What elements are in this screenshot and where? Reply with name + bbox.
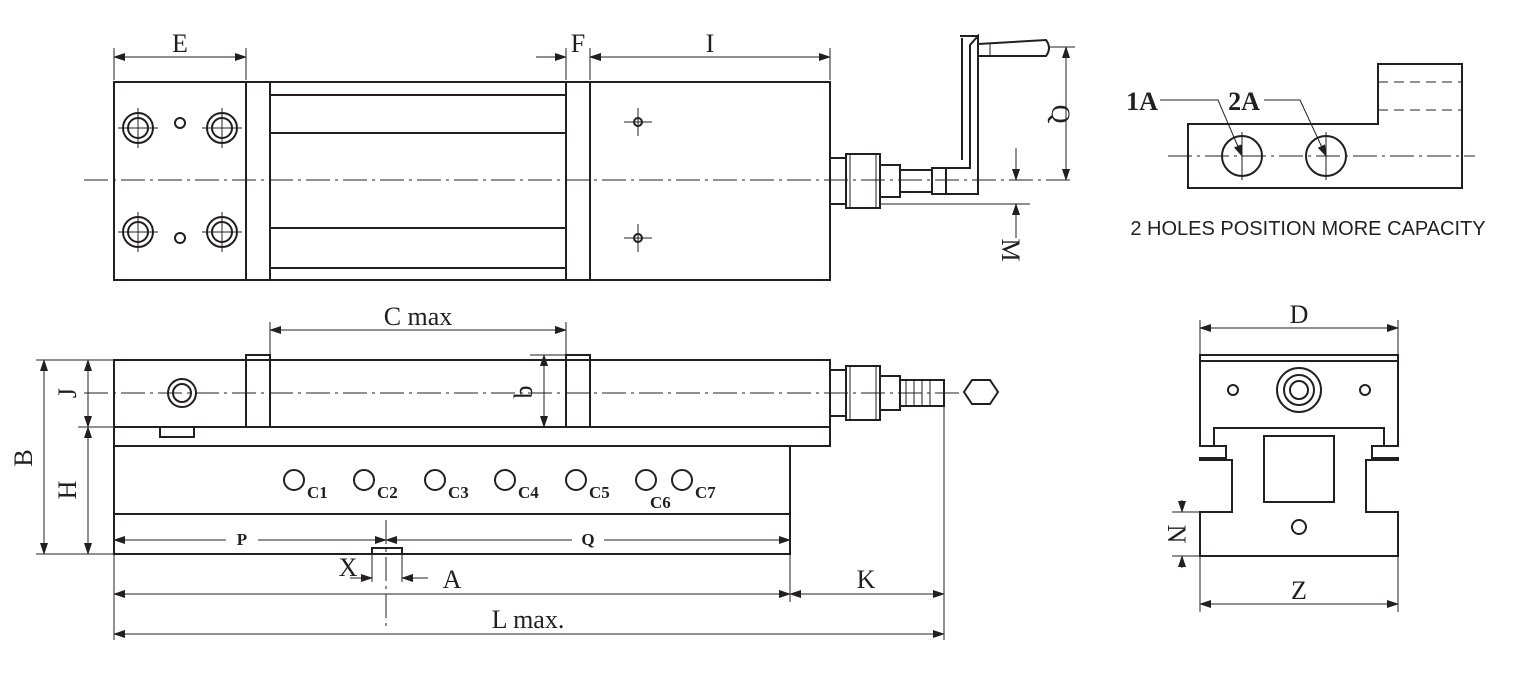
dim-Q-top-label: Q — [1046, 105, 1075, 124]
dim-E-label: E — [172, 29, 188, 58]
dim-J-label: J — [53, 388, 82, 398]
label-C7: C7 — [695, 483, 716, 502]
dim-B-label: B — [9, 449, 38, 466]
label-C2: C2 — [377, 483, 398, 502]
front-view: C1 C2 C3 C4 C5 C6 C7 C max b J H B P — [9, 302, 1000, 640]
label-C6: C6 — [650, 493, 671, 512]
side-view: D N Z — [1162, 300, 1399, 612]
hexagon-icon — [962, 379, 1000, 405]
dim-A-label: A — [443, 565, 462, 594]
c-holes — [283, 469, 693, 491]
dim-C-max-label: C max — [384, 302, 453, 331]
dim-F-label: F — [571, 29, 585, 58]
dim-I-label: I — [706, 29, 715, 58]
label-C4: C4 — [518, 483, 539, 502]
dim-Q-bottom-label: Q — [581, 530, 594, 549]
dim-L-max-label: L max. — [492, 605, 565, 634]
label-C3: C3 — [448, 483, 469, 502]
dim-Z-label: Z — [1291, 576, 1307, 605]
dim-H-label: H — [53, 480, 82, 499]
dim-M-label: M — [996, 238, 1025, 261]
crank-handle — [829, 33, 1050, 209]
dim-N-label: N — [1162, 525, 1191, 544]
dim-X-label: X — [339, 553, 358, 582]
dim-K-label: K — [857, 565, 876, 594]
two-holes-detail: 1A 2A 2 HOLES POSITION MORE CAPACITY — [1126, 63, 1486, 240]
detail-caption: 2 HOLES POSITION MORE CAPACITY — [1130, 218, 1485, 240]
dim-D-label: D — [1290, 300, 1309, 329]
dim-P-label: P — [237, 530, 247, 549]
top-view: E F I Q M — [84, 29, 1075, 281]
dim-b-label: b — [509, 386, 538, 399]
label-2A: 2A — [1228, 87, 1260, 116]
label-C1: C1 — [307, 483, 328, 502]
label-C5: C5 — [589, 483, 610, 502]
top-bolt-holes — [118, 108, 652, 252]
label-1A: 1A — [1126, 87, 1158, 116]
